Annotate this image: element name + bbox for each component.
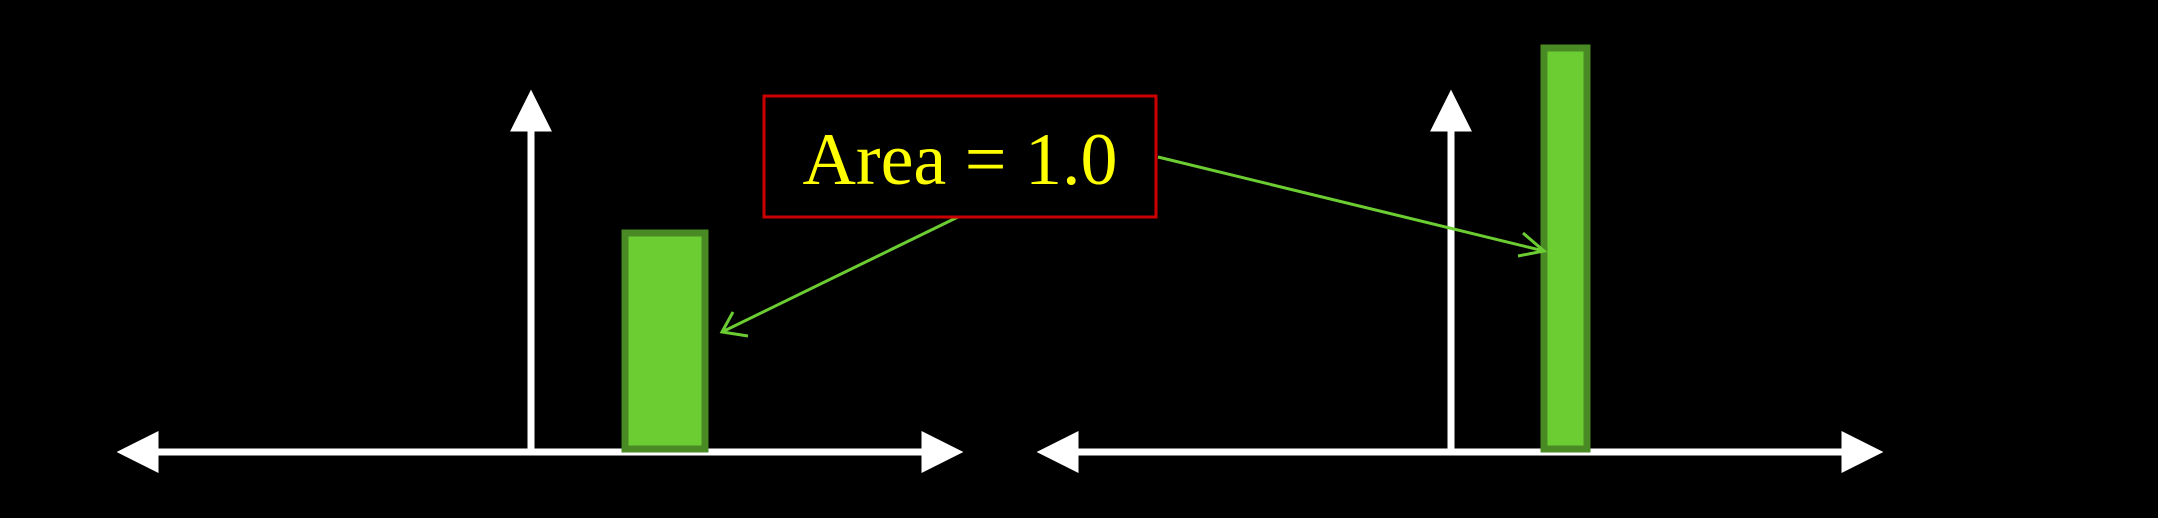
pointer-arrows <box>719 155 1548 338</box>
left-plot <box>116 89 964 473</box>
annotation-text: Area = 1.0 <box>802 119 1117 201</box>
pointer-head-right <box>1517 231 1548 258</box>
area-annotation: Area = 1.0 <box>762 94 1158 219</box>
pointer-line-right <box>1157 155 1545 253</box>
pointer-line-left <box>721 214 961 334</box>
annotation-box <box>762 94 1158 219</box>
right-bar <box>1540 44 1591 453</box>
pointer-head-left <box>719 311 749 338</box>
right-plot <box>1036 44 1884 473</box>
left-bar <box>621 229 709 453</box>
